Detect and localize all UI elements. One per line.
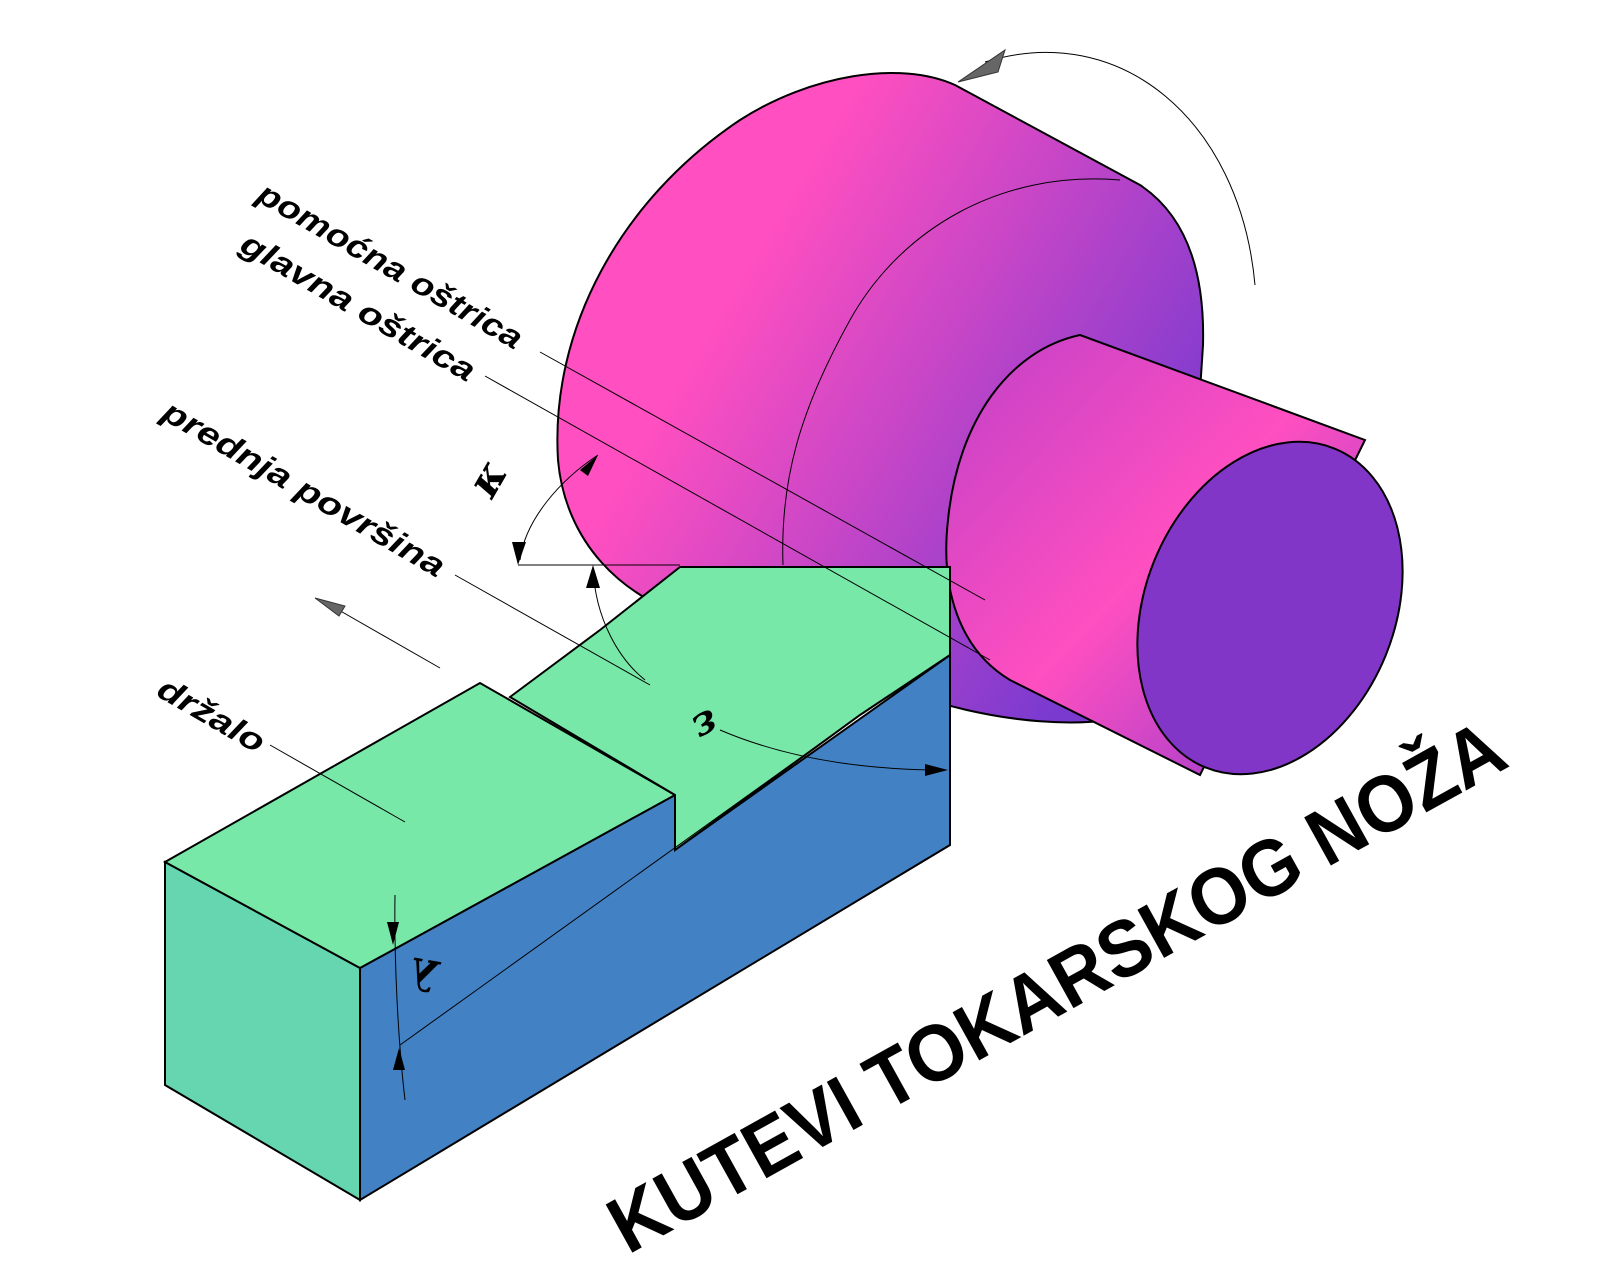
epsilon-arrow-icon <box>586 565 600 588</box>
feed-direction-line <box>329 604 441 669</box>
kappa-label: κ <box>457 451 518 506</box>
label-holder: držalo <box>152 670 272 760</box>
main-edge-leader <box>484 375 991 661</box>
secondary-edge-leader <box>539 351 986 601</box>
rotation-arc <box>984 52 1256 286</box>
workpiece-step-edge <box>782 178 1121 566</box>
epsilon-arrow-icon-2 <box>925 764 948 776</box>
rotation-arrow-icon <box>957 48 1006 83</box>
lambda-arrow-icon-2 <box>393 1048 405 1070</box>
rake-face-leader <box>454 574 651 686</box>
kappa-arrow-icon-2 <box>580 455 598 476</box>
kappa-arrow-icon <box>512 542 526 565</box>
feed-arrow-icon <box>314 597 346 617</box>
tool-head-rake-face <box>508 566 951 852</box>
holder-leader <box>269 744 406 823</box>
workpiece-end-face <box>1136 440 1404 776</box>
main-edge-line <box>399 714 861 1046</box>
lambda-line <box>394 894 406 1101</box>
lambda-arrow-icon <box>387 922 399 945</box>
label-rake-face: prednja površina <box>155 392 451 584</box>
